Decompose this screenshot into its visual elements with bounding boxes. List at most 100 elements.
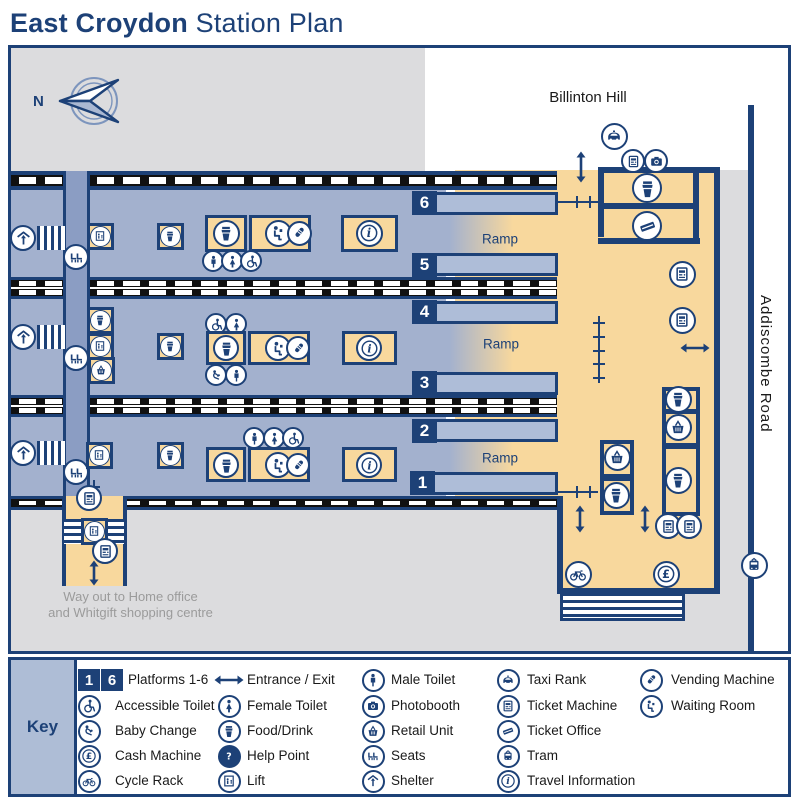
key-label-shelter: Shelter bbox=[391, 773, 434, 788]
cycle-rack-icon bbox=[564, 560, 592, 588]
shelter-icon bbox=[361, 769, 385, 793]
room-divider-2 bbox=[598, 238, 700, 244]
key-label-baby-change: Baby Change bbox=[115, 723, 197, 738]
retail-kiosk bbox=[87, 356, 115, 384]
lift-icon bbox=[89, 225, 111, 247]
platform-badge-4: 4 bbox=[412, 300, 437, 324]
retail-icon bbox=[361, 719, 385, 743]
vending-icon bbox=[639, 668, 663, 692]
taxi-icon bbox=[600, 122, 628, 150]
key-label-accessible: Accessible Toilet bbox=[115, 698, 215, 713]
ticket-machine-icon bbox=[76, 485, 102, 511]
shelter-icon bbox=[10, 324, 36, 350]
vending-icon bbox=[286, 453, 310, 477]
key-platform-badge-1: 1 bbox=[78, 669, 100, 691]
lift-kiosk bbox=[86, 222, 114, 250]
platform-badge-1: 1 bbox=[410, 471, 435, 495]
track-3-2 bbox=[10, 395, 557, 417]
ramp-4-3 bbox=[440, 323, 558, 373]
seats-icon bbox=[63, 244, 89, 270]
ticket-machine-icon bbox=[92, 538, 118, 564]
shelter-icon bbox=[10, 440, 36, 466]
concourse-bottom-wall bbox=[557, 588, 720, 594]
key-label-female: Female Toilet bbox=[247, 698, 328, 713]
platform-badge-3: 3 bbox=[412, 371, 437, 395]
entrance-exit-icon bbox=[638, 504, 652, 539]
track-north bbox=[10, 171, 557, 190]
food-drink-icon bbox=[213, 335, 239, 361]
seats-icon bbox=[63, 345, 89, 371]
svg-text:i: i bbox=[367, 459, 371, 472]
key-label-cash-machine: Cash Machine bbox=[115, 748, 202, 763]
photobooth-icon bbox=[361, 694, 385, 718]
retail-icon bbox=[90, 359, 112, 381]
travel-info-icon: i bbox=[355, 219, 383, 247]
cycle-rack-icon bbox=[77, 769, 101, 793]
food-drink-icon bbox=[159, 444, 181, 466]
gate-line bbox=[558, 195, 604, 209]
ramp-label: Ramp bbox=[482, 336, 520, 352]
ticket-machine-icon bbox=[621, 149, 645, 173]
cash-machine-icon: £ bbox=[77, 744, 101, 768]
ticket-machine-icon bbox=[668, 306, 696, 334]
entrance-exit-icon bbox=[679, 341, 711, 360]
page-title: East Croydon Station Plan bbox=[10, 8, 344, 39]
main-entrance-steps bbox=[560, 593, 685, 621]
key-label-seats: Seats bbox=[391, 748, 426, 763]
lift-icon bbox=[88, 444, 110, 466]
food-drink-icon bbox=[602, 481, 630, 509]
platform-badge-6: 6 bbox=[412, 191, 437, 215]
concourse-bottom-left-wall bbox=[557, 496, 563, 594]
lift-icon bbox=[89, 335, 111, 357]
key-label-retail: Retail Unit bbox=[391, 723, 454, 738]
accessible-icon bbox=[240, 250, 262, 272]
tram-icon bbox=[496, 744, 520, 768]
street-label-addiscombe-road: Addiscombe Road bbox=[757, 295, 774, 433]
key-label-tram: Tram bbox=[527, 748, 558, 763]
rooms-right-wall bbox=[693, 167, 699, 244]
svg-text:i: i bbox=[367, 342, 371, 355]
food-drink-kiosk bbox=[86, 306, 114, 334]
seats-icon bbox=[63, 459, 89, 485]
shelter-icon bbox=[10, 225, 36, 251]
svg-text:£: £ bbox=[86, 752, 92, 762]
street-label-billinton-hill: Billinton Hill bbox=[549, 89, 627, 106]
help-point-icon: ? bbox=[217, 744, 241, 768]
title-suffix: Station Plan bbox=[187, 8, 344, 38]
food-drink-icon bbox=[664, 385, 692, 413]
ramp-label: Ramp bbox=[481, 450, 519, 466]
baby-change-icon bbox=[77, 719, 101, 743]
key-label-platforms: Platforms 1-6 bbox=[128, 672, 209, 687]
entrance-exit-icon bbox=[87, 559, 101, 592]
waiting-room-icon bbox=[639, 694, 663, 718]
food-drink-icon bbox=[217, 719, 241, 743]
baby-change-icon bbox=[205, 364, 227, 386]
svg-text:£: £ bbox=[662, 568, 670, 581]
ticket-machine-icon bbox=[676, 513, 702, 539]
stairs bbox=[37, 441, 65, 465]
cash-machine-icon: £ bbox=[652, 560, 680, 588]
accessible-icon bbox=[77, 694, 101, 718]
key-label-vending: Vending Machine bbox=[671, 672, 775, 687]
entrance-exit-icon bbox=[573, 504, 587, 539]
tram-icon bbox=[740, 551, 768, 579]
ramp-2-1 bbox=[440, 441, 558, 473]
gate-line bbox=[558, 485, 604, 499]
entrance-exit-icon bbox=[213, 673, 245, 692]
key-label-waiting-room: Waiting Room bbox=[671, 698, 756, 713]
road-wall bbox=[748, 105, 754, 651]
male-icon bbox=[225, 364, 247, 386]
concourse-right-wall bbox=[714, 167, 720, 593]
lift-icon bbox=[217, 769, 241, 793]
food-drink-icon bbox=[159, 225, 181, 247]
key-label-food-drink: Food/Drink bbox=[247, 723, 314, 738]
way-out-line2: and Whitgift shopping centre bbox=[48, 605, 213, 620]
food-drink-icon bbox=[89, 309, 111, 331]
key-label-taxi: Taxi Rank bbox=[527, 672, 587, 687]
food-drink-icon bbox=[664, 466, 692, 494]
food-drink-kiosk bbox=[156, 441, 184, 469]
ticket-machine-icon bbox=[668, 260, 696, 288]
lift-kiosk bbox=[85, 441, 113, 469]
food-drink-icon bbox=[159, 335, 181, 357]
